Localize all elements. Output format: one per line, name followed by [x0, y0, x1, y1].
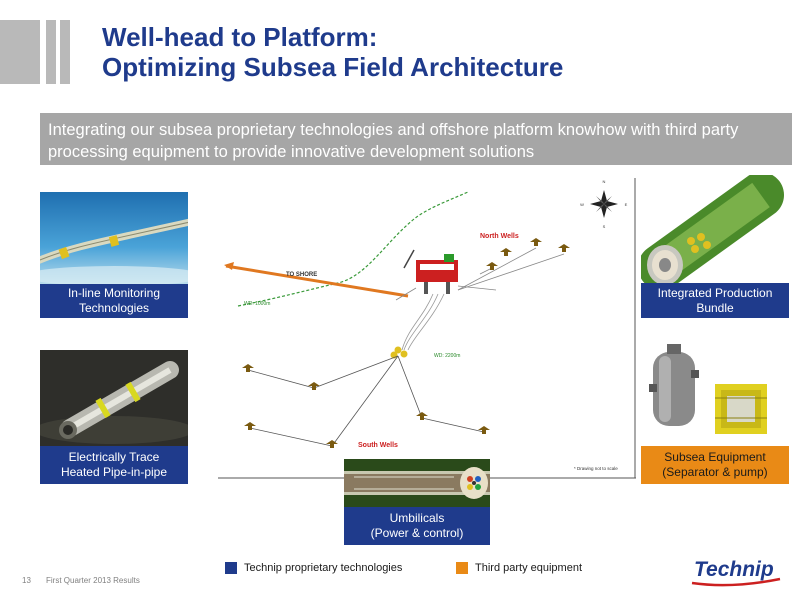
- decor-bar-2: [46, 20, 56, 84]
- subsea-equipment-image: [641, 340, 789, 446]
- trace-heated-line1: Electrically Trace: [68, 450, 160, 464]
- trace-heated-pipe-image: [40, 350, 188, 446]
- technip-logo: Technip: [690, 553, 782, 587]
- legend-third-party-label: Third party equipment: [475, 562, 582, 574]
- legend-swatch-orange: [456, 562, 468, 574]
- umbilicals-line1: Umbilicals: [389, 511, 445, 525]
- field-architecture-diagram: N S E W TO SHORE WD: 1000m WD: 2200m Nor…: [218, 178, 636, 480]
- south-wells-label: South Wells: [358, 442, 398, 449]
- platform: [403, 249, 458, 294]
- inline-monitoring-line2: Technologies: [78, 301, 150, 315]
- compass-rose: [590, 190, 618, 218]
- umbilicals-line2: (Power & control): [370, 526, 464, 540]
- subsea-equipment-line2: (Separator & pump): [662, 465, 768, 479]
- compass-e: E: [625, 202, 628, 207]
- compass-n: N: [603, 179, 606, 184]
- inline-monitoring-image: [40, 192, 188, 284]
- trace-heated-line2: Heated Pipe-in-pipe: [60, 465, 168, 479]
- inline-monitoring-line1: In-line Monitoring: [67, 286, 161, 300]
- umbilicals-label: Umbilicals(Power & control): [344, 507, 490, 545]
- integrated-bundle-image: [641, 175, 789, 283]
- footer-text: First Quarter 2013 Results: [46, 576, 140, 585]
- compass-w: W: [580, 202, 584, 207]
- decor-bar-3: [60, 20, 70, 84]
- logo-text: Technip: [694, 558, 774, 581]
- north-wells-label: North Wells: [480, 233, 519, 240]
- legend-proprietary-label: Technip proprietary technologies: [244, 562, 403, 574]
- subtitle-banner: Integrating our subsea proprietary techn…: [40, 113, 792, 165]
- wd-1000-label: WD: 1000m: [244, 301, 270, 307]
- legend-proprietary: Technip proprietary technologies: [225, 562, 402, 574]
- umbilicals-image: [344, 459, 490, 507]
- not-to-scale-note: * Drawing not to scale: [574, 466, 618, 471]
- title-line-2: Optimizing Subsea Field Architecture: [102, 52, 564, 82]
- title-line-1: Well-head to Platform:: [102, 22, 378, 52]
- subsea-equipment-label: Subsea Equipment(Separator & pump): [641, 446, 789, 484]
- page-title: Well-head to Platform: Optimizing Subsea…: [102, 22, 762, 82]
- page-number: 13: [22, 576, 31, 585]
- to-shore-label: TO SHORE: [286, 272, 317, 278]
- compass-s: S: [603, 224, 606, 229]
- integrated-bundle-line1: Integrated Production: [657, 285, 773, 300]
- integrated-bundle-line2: Bundle: [696, 300, 734, 315]
- legend-third-party: Third party equipment: [456, 562, 582, 574]
- decor-bar-1: [0, 20, 40, 84]
- legend-swatch-blue: [225, 562, 237, 574]
- wd-2200-label: WD: 2200m: [434, 353, 460, 359]
- subsea-equipment-line1: Subsea Equipment: [664, 450, 766, 464]
